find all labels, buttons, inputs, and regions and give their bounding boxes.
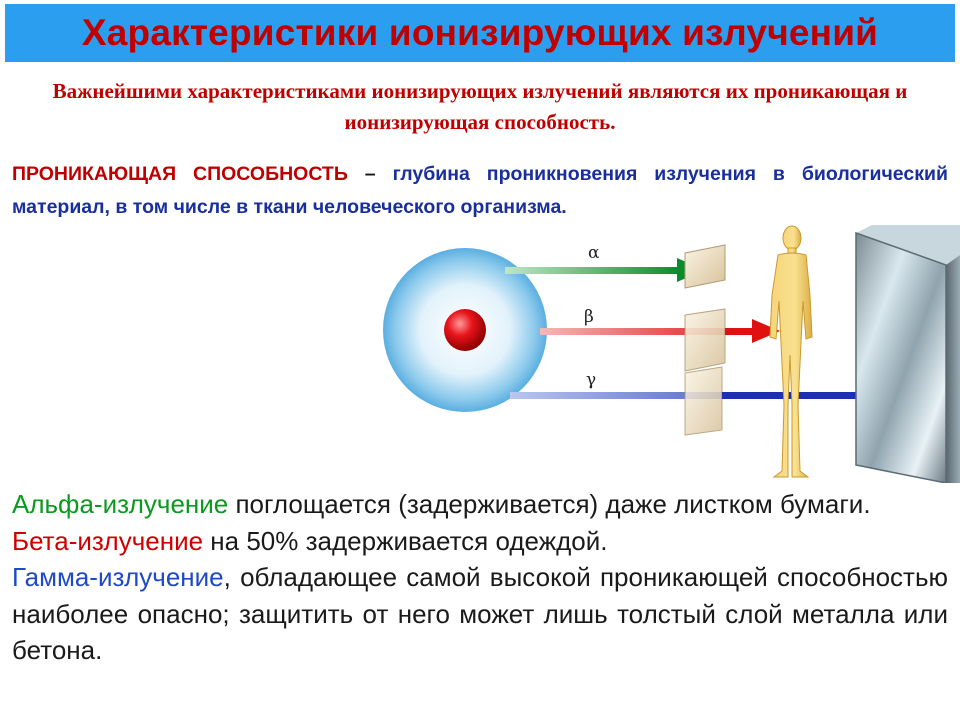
gamma-term: Гамма-излучение: [12, 562, 224, 592]
radiation-description: Альфа-излучение поглощается (задерживает…: [12, 486, 948, 669]
beta-label: β: [584, 307, 594, 327]
slide-title: Характеристики ионизирующих излучений: [81, 12, 879, 53]
human-silhouette: [769, 225, 813, 478]
alpha-term: Альфа-излучение: [12, 489, 229, 519]
definition-text: глубина проникновения излучения в биолог…: [12, 163, 948, 218]
definition-dash: –: [347, 163, 393, 185]
gamma-label: γ: [586, 370, 596, 390]
paper-sheet-gamma: [684, 366, 723, 436]
beta-ray: [540, 319, 780, 343]
beta-arrowhead: [752, 319, 780, 343]
radiation-source: [383, 248, 547, 412]
alpha-ray: [505, 258, 705, 282]
gamma-paragraph: Гамма-излучение, обладающее самой высоко…: [12, 559, 948, 669]
slide-subtitle: Важнейшими характеристиками ионизирующих…: [52, 79, 908, 134]
paper-sheet-beta: [684, 308, 726, 372]
title-bar: Характеристики ионизирующих излучений: [5, 4, 955, 62]
definition-term: ПРОНИКАЮЩАЯ СПОСОБНОСТЬ: [12, 163, 348, 185]
gamma-text: , обладающее самой высокой проникающей с…: [12, 562, 948, 665]
paper-sheet-alpha: [684, 244, 726, 289]
beta-paragraph: Бета-излучение на 50% задерживается одеж…: [12, 523, 948, 560]
definition-paragraph: ПРОНИКАЮЩАЯ СПОСОБНОСТЬ – глубина проник…: [12, 158, 948, 224]
alpha-paragraph: Альфа-излучение поглощается (задерживает…: [12, 486, 948, 523]
alpha-text: поглощается (задерживается) даже листком…: [228, 489, 871, 519]
radioactive-nucleus: [444, 309, 486, 351]
beta-term: Бета-излучение: [12, 525, 204, 556]
metal-block: [855, 225, 960, 483]
beta-text: на 50% задерживается одеждой.: [203, 525, 608, 556]
alpha-label: α: [588, 243, 600, 263]
radiation-penetration-diagram: α β γ: [383, 225, 960, 483]
